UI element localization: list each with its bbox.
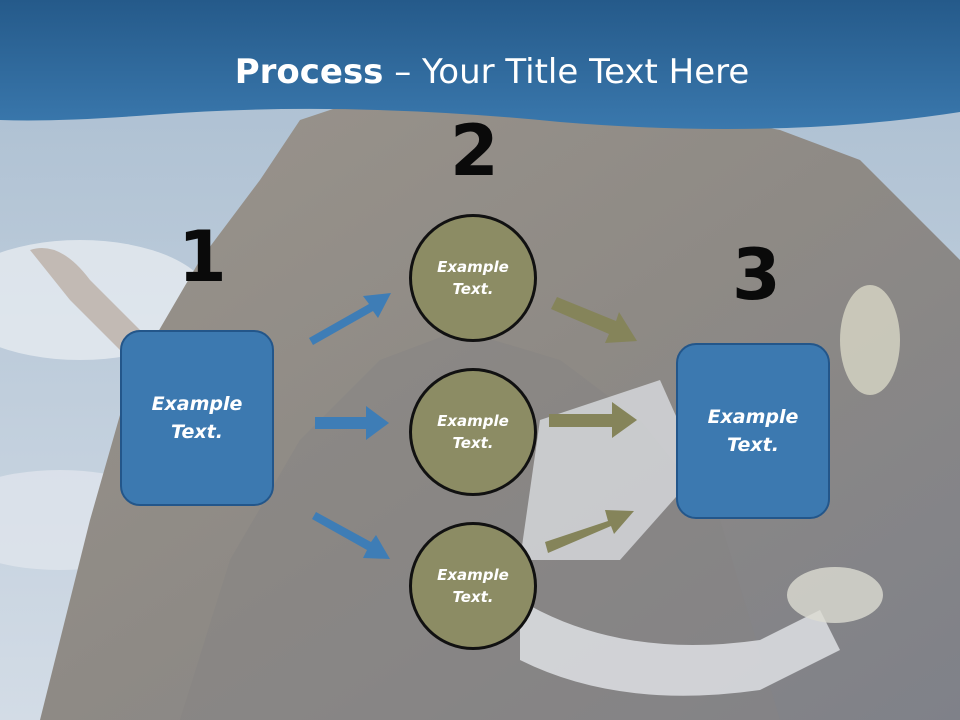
- title-band: [0, 0, 960, 130]
- slide-title: Process – Your Title Text Here: [0, 52, 960, 92]
- step-number-3: 3: [732, 234, 781, 316]
- circle-bottom: Example Text.: [409, 522, 537, 650]
- title-rest: – Your Title Text Here: [383, 52, 750, 92]
- step-number-2: 2: [450, 110, 499, 192]
- circle-top-line1: Example: [437, 257, 509, 276]
- circle-middle-line2: Text.: [452, 434, 494, 452]
- right-box-line2: Text.: [727, 434, 779, 456]
- left-box-line1: Example: [151, 392, 243, 415]
- step-number-1: 1: [178, 216, 227, 298]
- left-box-line2: Text.: [171, 421, 223, 443]
- circle-bottom-line2: Text.: [452, 588, 494, 606]
- right-box: Example Text.: [676, 343, 830, 519]
- circle-middle-line1: Example: [437, 411, 509, 430]
- circle-top: Example Text.: [409, 214, 537, 342]
- circle-top-line2: Text.: [452, 280, 494, 298]
- right-box-line1: Example: [707, 405, 799, 428]
- title-bold: Process: [234, 52, 384, 92]
- left-box: Example Text.: [120, 330, 274, 506]
- circle-bottom-line1: Example: [437, 565, 509, 584]
- circle-middle: Example Text.: [409, 368, 537, 496]
